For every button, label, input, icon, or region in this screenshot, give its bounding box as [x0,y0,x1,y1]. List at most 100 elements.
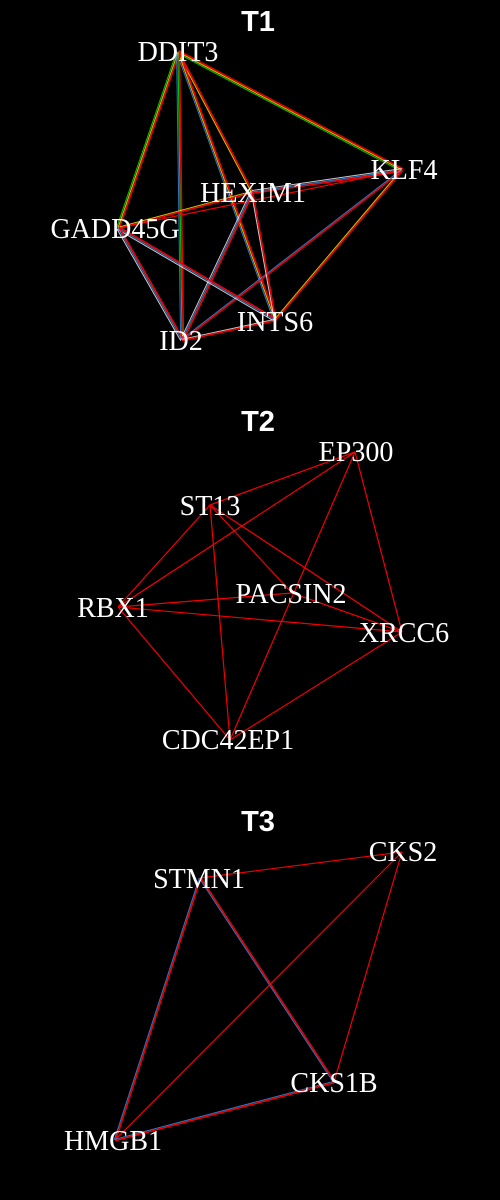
edge-klf4-ints6 [274,169,404,321]
edge-st13-pacsin2 [209,504,293,594]
edge-cks2-cks1b [333,851,403,1083]
edge-strand [118,52,181,229]
edge-strand [117,191,253,230]
edge-strand [209,504,231,741]
edge-st13-xrcc6 [209,504,403,633]
edge-ints6-id2 [181,318,276,342]
edge-st13-rbx1 [117,504,211,608]
node-label-hexim1[interactable]: HEXIM1 [200,178,306,209]
edge-ddit3-klf4 [177,50,404,172]
edge-strand [117,592,293,608]
edge-strand [274,169,404,321]
edge-strand [177,51,403,171]
edge-strand [250,192,275,321]
panel-title-t3: T3 [241,806,275,838]
edge-strand [117,606,403,633]
node-label-id2[interactable]: ID2 [159,326,203,357]
edge-strand [118,226,184,340]
edge-strand [116,228,182,341]
edge-strand [251,168,402,192]
edge-strand [181,318,275,340]
edge-strand [114,1081,335,1142]
edge-strand [181,169,402,340]
edge-ep300-xrcc6 [354,451,403,633]
node-label-hmgb1[interactable]: HMGB1 [64,1126,162,1157]
edge-strand [180,191,252,340]
edge-strand [178,51,278,320]
edge-xrcc6-cdc42ep1 [229,631,403,741]
edge-st13-cdc42ep1 [209,504,231,741]
edge-ddit3-ints6 [176,51,278,321]
edge-strand [229,451,356,741]
edge-strand [251,169,403,193]
edge-stmn1-cks2 [199,851,403,879]
edge-strand [199,851,403,879]
node-label-cks1b[interactable]: CKS1B [290,1068,377,1099]
panel-t1-edges [116,50,404,342]
panel-title-t2: T2 [241,406,275,438]
edge-strand [176,52,182,341]
edge-ep300-rbx1 [117,451,356,608]
edge-strand [209,504,293,594]
node-label-ddit3[interactable]: DDIT3 [138,37,219,68]
edge-ddit3-hexim1 [176,51,254,193]
node-label-xrcc6[interactable]: XRCC6 [359,618,449,649]
edge-strand [117,190,252,228]
edge-strand [177,51,254,193]
edge-strand [118,226,277,320]
node-label-stmn1[interactable]: STMN1 [153,864,245,895]
edge-hexim1-gadd45g [117,190,253,230]
edge-ep300-cdc42ep1 [229,451,356,741]
edge-strand [117,227,276,321]
edge-strand [117,51,179,229]
node-label-ints6[interactable]: INTS6 [237,307,313,338]
edge-strand [113,877,200,1140]
edge-pacsin2-xrcc6 [291,592,403,633]
edge-strand [114,1080,334,1140]
edge-cks1b-hmgb1 [114,1080,335,1142]
edge-strand [274,169,402,320]
edge-strand [178,50,404,170]
node-label-pacsin2[interactable]: PACSIN2 [235,579,346,610]
node-label-st13[interactable]: ST13 [180,491,241,522]
edge-cks2-hmgb1 [114,851,403,1141]
edge-strand [176,52,252,193]
node-label-gadd45g[interactable]: GADD45G [50,214,179,245]
edge-strand [117,227,183,341]
node-label-cdc42ep1[interactable]: CDC42EP1 [162,725,294,756]
edge-strand [251,191,277,321]
panel-t3-edges [113,851,403,1142]
edge-ddit3-id2 [176,51,185,341]
edge-ddit3-gadd45g [116,51,181,229]
edge-strand [209,451,356,506]
edge-rbx1-xrcc6 [117,606,403,633]
edge-hexim1-ints6 [250,191,277,321]
edge-strand [291,592,403,633]
edge-strand [117,169,403,229]
edge-klf4-id2 [181,169,403,342]
node-label-rbx1[interactable]: RBX1 [77,593,149,624]
edge-strand [117,228,275,322]
edge-strand [181,169,403,342]
edge-strand [229,631,403,741]
edge-hexim1-id2 [180,191,254,341]
edge-strand [114,877,202,1141]
node-label-klf4[interactable]: KLF4 [371,155,438,186]
edge-stmn1-hmgb1 [113,877,202,1141]
edges-layer [113,50,404,1142]
edge-strand [182,192,254,341]
node-label-cks2[interactable]: CKS2 [369,837,437,868]
edge-strand [333,851,403,1083]
edge-strand [199,877,336,1083]
edge-strand [181,191,253,341]
edge-ep300-st13 [209,451,356,506]
edge-strand [176,52,275,321]
edge-strand [178,51,185,340]
node-label-ep300[interactable]: EP300 [319,437,394,468]
edge-gadd45g-ints6 [117,226,277,322]
edge-rbx1-pacsin2 [117,592,293,608]
edge-strand [114,851,403,1141]
edge-strand [209,504,403,633]
edge-strand [354,451,403,633]
